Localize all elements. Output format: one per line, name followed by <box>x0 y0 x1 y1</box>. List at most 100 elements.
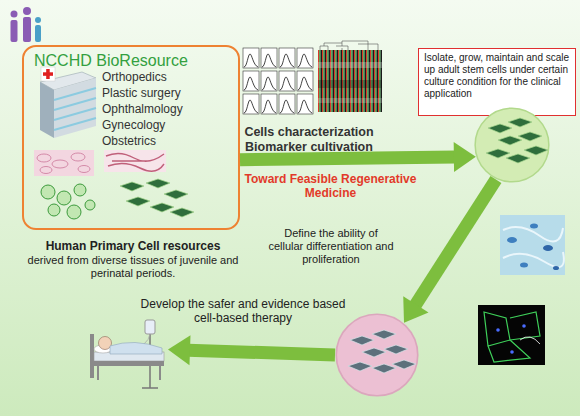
cell-images <box>48 204 60 216</box>
fluorescence-image <box>478 305 545 365</box>
culture-cells <box>508 118 532 127</box>
logo <box>23 7 31 15</box>
cell-images <box>34 150 194 219</box>
therapy-cells <box>372 364 396 373</box>
box-heading: Human Primary Cell resources <box>24 239 242 253</box>
cell-images <box>52 160 68 168</box>
arrow-head <box>168 335 190 365</box>
hospital-icon <box>54 78 96 138</box>
culture-cells <box>524 146 548 155</box>
hospital-icon <box>54 88 96 130</box>
circle-shape <box>336 314 417 395</box>
hospital-icon <box>40 82 54 138</box>
flow-cytometry-thumbnails <box>243 48 259 68</box>
culture-cells <box>498 136 522 145</box>
therapy-cells <box>384 345 408 354</box>
circle-shape <box>475 108 549 182</box>
hospital-icon <box>40 67 96 138</box>
therapy-cells <box>372 330 396 339</box>
fluorescence-image <box>522 324 526 328</box>
patient-illustration <box>94 361 164 366</box>
note-text: Isolate, grow, maintain and scale up adu… <box>424 52 570 100</box>
hospital-icon <box>40 72 96 90</box>
patient-illustration <box>130 334 150 350</box>
cell-images <box>170 208 194 217</box>
fluorescence-image <box>484 312 540 362</box>
cell-images <box>85 200 95 210</box>
cell-images <box>146 179 170 188</box>
heatmap-thumbnail <box>318 98 382 103</box>
logo <box>11 11 18 18</box>
patient-illustration <box>90 320 164 388</box>
stained-tissue-image <box>520 263 528 268</box>
flow-cytometry-thumbnails <box>297 48 313 68</box>
source-box: NCCHD BioResourceOrthopedicsPlastic surg… <box>22 45 240 230</box>
arrow-head <box>403 296 428 323</box>
flow-cytometry-thumbnails <box>261 94 277 114</box>
patient-illustration <box>94 352 164 361</box>
culture-cells <box>506 154 530 163</box>
culture-cells <box>518 132 542 141</box>
stained-tissue-image <box>500 215 565 275</box>
stained-tissue-image <box>553 266 559 270</box>
culture-cells <box>486 118 548 163</box>
cell-images <box>106 153 164 171</box>
cell-images <box>120 182 144 191</box>
circle-outline <box>474 107 550 183</box>
list-item: Orthopedics <box>102 70 232 84</box>
stained-tissue-image <box>500 215 565 275</box>
fluorescence-image <box>496 328 500 332</box>
list-item: Plastic surgery <box>102 86 232 100</box>
patient-illustration <box>145 320 155 334</box>
therapy-cells <box>348 330 416 373</box>
flow-cytometry-thumbnails <box>261 48 277 68</box>
hospital-icon <box>43 72 53 76</box>
hospital-icon <box>46 69 50 79</box>
patient-illustration <box>142 320 158 388</box>
cell-images <box>34 150 94 176</box>
patient-illustration <box>90 334 94 378</box>
therapy-circle <box>335 313 419 397</box>
therapy-cells <box>362 348 386 357</box>
arrow-shaft <box>415 179 496 306</box>
patient-node <box>88 318 168 388</box>
culture-circle <box>474 107 550 183</box>
flow-arrow <box>168 335 335 365</box>
logo <box>35 17 41 23</box>
heatmap-thumbnail <box>318 41 382 112</box>
flow-cytometry-thumbnails <box>243 94 259 114</box>
arrow-head <box>454 142 476 172</box>
culture-cells <box>486 149 510 158</box>
flow-cytometry-thumbnails <box>261 71 277 91</box>
patient-illustration <box>98 366 160 380</box>
heatmap-thumbnail <box>318 80 382 88</box>
therapy-cells <box>392 360 416 369</box>
flow-arrow <box>403 179 496 322</box>
box-title: NCCHD BioResource <box>34 51 234 70</box>
arrow-shaft <box>240 157 456 160</box>
note-box: Isolate, grow, maintain and scale up adu… <box>418 48 576 116</box>
edge-label: Toward Feasible Regenerative Medicine <box>243 172 418 200</box>
flow-cytometry-thumbnails <box>297 71 313 91</box>
cell-images <box>78 166 90 173</box>
heatmap-thumbnail <box>320 41 378 50</box>
list-item: Ophthalmology <box>102 102 232 116</box>
stained-tissue-image <box>507 237 517 243</box>
logo <box>23 17 31 42</box>
cell-images <box>41 185 55 199</box>
chart-caption: Cells characterization Biomarker cultiva… <box>236 125 382 155</box>
culture-cells <box>488 124 512 133</box>
circle-outline <box>335 313 419 397</box>
cell-images <box>37 154 51 162</box>
stained-tissue-image <box>503 227 564 267</box>
fluorescence-image <box>478 305 545 365</box>
logo <box>35 25 41 42</box>
cell-images <box>57 191 71 205</box>
cell-images <box>104 150 166 172</box>
cell-images <box>40 167 52 174</box>
list-item: Obstetrics <box>102 134 232 148</box>
heatmap-thumbnail <box>318 50 382 112</box>
